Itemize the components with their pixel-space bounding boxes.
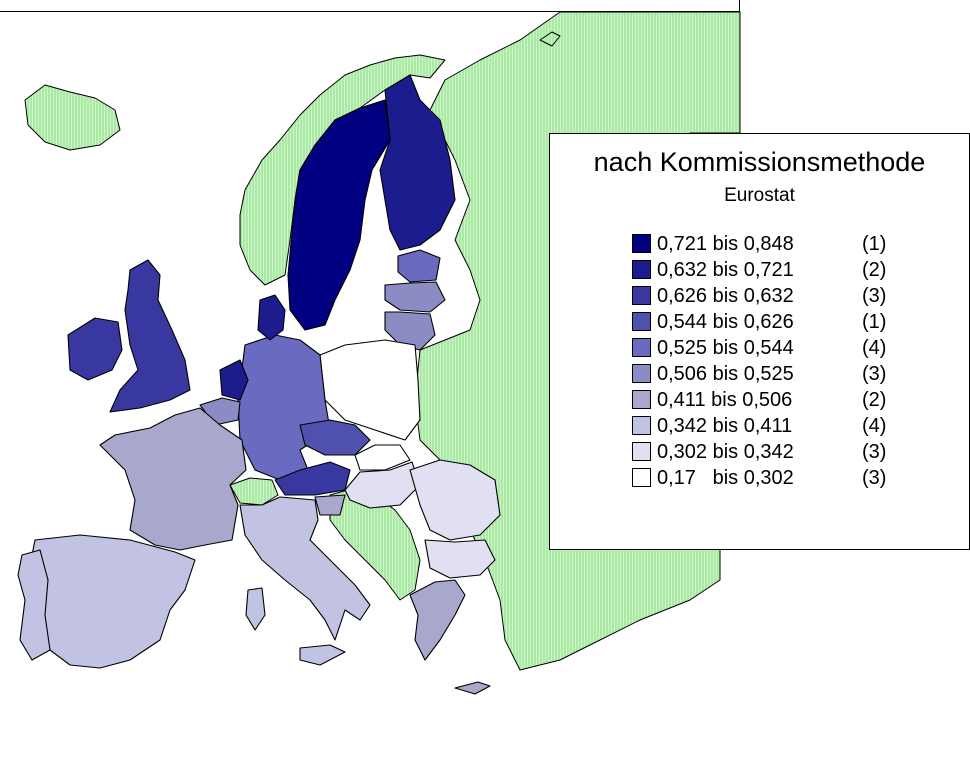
legend-range: 0,632 bis 0,721 bbox=[657, 259, 794, 281]
legend-swatch bbox=[632, 468, 651, 487]
legend-subtitle: Eurostat bbox=[724, 185, 795, 206]
legend: nach Kommissionsmethode Eurostat 0,721 b… bbox=[549, 133, 970, 550]
country-lithuania bbox=[384, 311, 436, 351]
country-sardinia bbox=[245, 587, 266, 631]
legend-entry: 0,411 bis 0,506 (2) bbox=[632, 387, 932, 413]
legend-range: 0,544 bis 0,626 bbox=[657, 311, 794, 333]
country-netherlands bbox=[219, 359, 249, 401]
legend-entry: 0,632 bis 0,721 (2) bbox=[632, 257, 932, 283]
legend-count: (2) bbox=[862, 259, 887, 281]
legend-range: 0,626 bis 0,632 bbox=[657, 285, 794, 307]
country-france bbox=[99, 407, 247, 551]
country-slovenia bbox=[314, 494, 346, 516]
legend-range: 0,525 bis 0,544 bbox=[657, 337, 794, 359]
legend-count: (4) bbox=[862, 415, 887, 437]
country-denmark bbox=[257, 294, 286, 341]
country-estonia bbox=[397, 249, 441, 283]
country-finland bbox=[379, 74, 456, 251]
legend-entries: 0,721 bis 0,848 (1) 0,632 bis 0,721 (2) … bbox=[632, 231, 932, 491]
legend-count: (3) bbox=[862, 363, 887, 385]
legend-range: 0,411 bis 0,506 bbox=[657, 389, 793, 411]
country-cyprus bbox=[454, 681, 491, 695]
legend-range: 0,721 bis 0,848 bbox=[657, 233, 794, 255]
region-iceland bbox=[24, 84, 121, 151]
country-sicily bbox=[299, 644, 346, 666]
legend-entry: 0,544 bis 0,626 (1) bbox=[632, 309, 932, 335]
legend-swatch bbox=[632, 312, 651, 331]
legend-entry: 0,506 bis 0,525 (3) bbox=[632, 361, 932, 387]
legend-entry: 0,302 bis 0,342 (3) bbox=[632, 439, 932, 465]
country-portugal bbox=[17, 549, 51, 661]
country-bulgaria bbox=[424, 539, 496, 579]
region-switzerland bbox=[229, 477, 279, 506]
legend-entry: 0,525 bis 0,544 (4) bbox=[632, 335, 932, 361]
legend-count: (3) bbox=[862, 441, 887, 463]
country-romania bbox=[409, 459, 501, 541]
country-austria bbox=[274, 461, 351, 496]
legend-swatch bbox=[632, 338, 651, 357]
top-frame bbox=[0, 0, 740, 12]
legend-range: 0,302 bis 0,342 bbox=[657, 441, 794, 463]
legend-entry: 0,342 bis 0,411 (4) bbox=[632, 413, 932, 439]
legend-count: (3) bbox=[862, 285, 887, 307]
country-italy bbox=[239, 496, 371, 641]
country-germany bbox=[237, 334, 331, 481]
legend-count: (1) bbox=[862, 311, 887, 333]
country-uk bbox=[109, 259, 191, 413]
country-slovakia bbox=[354, 444, 411, 471]
legend-count: (2) bbox=[862, 389, 887, 411]
legend-title: nach Kommissionsmethode bbox=[593, 147, 926, 177]
country-sweden bbox=[287, 99, 391, 331]
legend-range: 0,342 bis 0,411 bbox=[657, 415, 793, 437]
legend-entry: 0,17 bis 0,302 (3) bbox=[632, 465, 932, 491]
legend-swatch bbox=[632, 390, 651, 409]
legend-swatch bbox=[632, 442, 651, 461]
legend-range: 0,17 bis 0,302 bbox=[657, 467, 794, 489]
legend-count: (4) bbox=[862, 337, 887, 359]
legend-swatch bbox=[632, 286, 651, 305]
legend-swatch bbox=[632, 234, 651, 253]
legend-swatch bbox=[632, 260, 651, 279]
legend-entry: 0,626 bis 0,632 (3) bbox=[632, 283, 932, 309]
country-poland bbox=[319, 339, 421, 441]
legend-count: (1) bbox=[862, 233, 887, 255]
region-novaya-zemlya bbox=[539, 31, 561, 47]
legend-swatch bbox=[632, 364, 651, 383]
legend-swatch bbox=[632, 416, 651, 435]
country-latvia bbox=[384, 281, 446, 313]
legend-entry: 0,721 bis 0,848 (1) bbox=[632, 231, 932, 257]
country-ireland bbox=[67, 317, 123, 381]
country-czech bbox=[299, 419, 371, 456]
legend-count: (3) bbox=[862, 467, 887, 489]
country-greece bbox=[409, 579, 466, 661]
country-spain bbox=[27, 534, 196, 669]
legend-range: 0,506 bis 0,525 bbox=[657, 363, 794, 385]
